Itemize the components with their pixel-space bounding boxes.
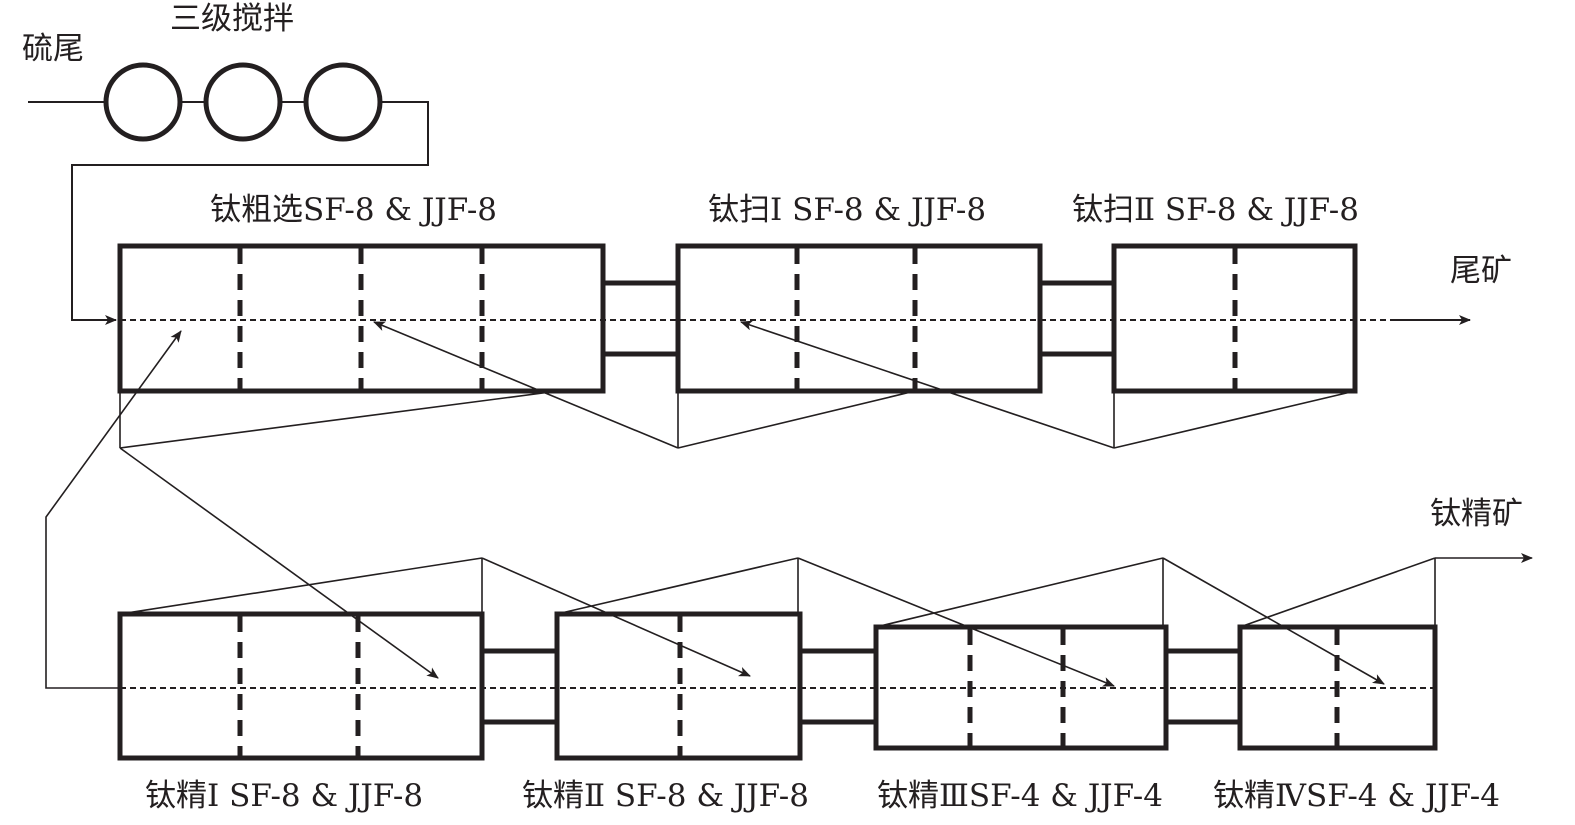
cleaner-1-label: 钛精Ⅰ SF-8 & JJF-8 (145, 778, 424, 814)
top-return-lines (45, 320, 1356, 689)
scavenger-2-label: 钛扫Ⅱ SF-8 & JJF-8 (1072, 192, 1359, 228)
agitator-tank-2 (203, 62, 283, 142)
scavenger-1-cell-bank (675, 243, 1043, 394)
rougher-label: 钛粗选SF-8 & JJF-8 (210, 192, 498, 228)
top-connectors (603, 280, 1114, 357)
bottom-froth-lines (119, 553, 1533, 687)
scavenger-1-label: 钛扫Ⅰ SF-8 & JJF-8 (708, 192, 987, 228)
agitator-tank-1 (103, 62, 183, 142)
cleaner-3-label: 钛精ⅢSF-4 & JJF-4 (877, 778, 1163, 814)
cleaner-4-label: 钛精ⅣSF-4 & JJF-4 (1213, 778, 1500, 814)
rougher-cell-bank (117, 243, 606, 394)
feed-line (28, 101, 429, 325)
cleaner-2-cell-bank (554, 611, 803, 761)
bottom-connectors (482, 648, 1240, 725)
feed-label: 硫尾 (22, 31, 84, 67)
agitation-label: 三级搅拌 (170, 1, 294, 37)
cleaner-2-label: 钛精Ⅱ SF-8 & JJF-8 (522, 778, 809, 814)
agitator-tank-3 (303, 62, 383, 142)
scavenger-2-cell-bank (1111, 243, 1358, 394)
tailings-label: 尾矿 (1450, 253, 1512, 289)
cleaner-1-cell-bank (117, 611, 485, 761)
concentrate-label: 钛精矿 (1430, 496, 1523, 532)
